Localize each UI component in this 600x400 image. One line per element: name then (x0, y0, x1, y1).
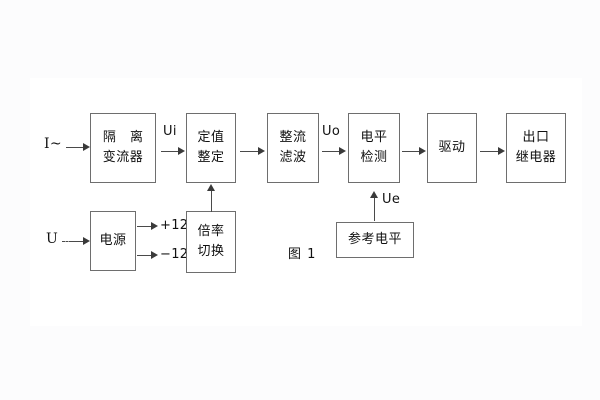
block-power-supply: 电源 (90, 211, 136, 271)
connector-uo (322, 151, 339, 152)
block-reference-level-line-1: 参考电平 (347, 231, 402, 247)
arrowhead-drive-to-relay (498, 147, 505, 155)
connector-ui (161, 151, 178, 152)
connector-voltage-input (72, 241, 83, 242)
arrowhead-setting-to-rectify (258, 147, 265, 155)
block-rectify-filter: 整流 滤波 (267, 113, 319, 183)
label-current-input: I~ (44, 136, 62, 152)
connector-level-to-drive (402, 151, 419, 152)
arrowhead-ui (178, 147, 185, 155)
block-drive: 驱动 (427, 113, 477, 183)
block-multiplier-switch-line-2: 切换 (197, 244, 225, 259)
arrowhead-uo (339, 147, 346, 155)
label-ue: Ue (382, 192, 401, 207)
block-level-detect: 电平 检测 (348, 113, 400, 183)
block-level-detect-line-2: 检测 (360, 150, 388, 165)
block-level-detect-line-1: 电平 (360, 129, 388, 145)
block-isolation-ct-line-1: 隔 离 (102, 129, 149, 145)
connector-multiplier-to-setting (211, 190, 212, 212)
block-rectify-filter-line-2: 滤波 (279, 150, 307, 165)
arrowhead-multiplier-to-setting (207, 184, 215, 191)
block-drive-line-1: 驱动 (438, 139, 466, 155)
connector-drive-to-relay (480, 151, 498, 152)
block-output-relay-line-2: 继电器 (515, 150, 557, 165)
arrowhead-ue (370, 191, 378, 198)
figure-caption: 图 1 (288, 247, 317, 262)
label-voltage-input: U (46, 231, 59, 247)
block-rectify-filter-line-1: 整流 (279, 129, 307, 145)
arrowhead-rail-positive (151, 222, 158, 230)
block-multiplier-switch: 倍率 切换 (186, 211, 236, 273)
block-setting: 定值 整定 (186, 113, 236, 183)
arrowhead-level-to-drive (419, 147, 426, 155)
block-setting-line-1: 定值 (197, 129, 225, 145)
block-output-relay: 出口 继电器 (506, 113, 566, 183)
arrowhead-rail-negative (151, 251, 158, 259)
connector-current-input (66, 147, 83, 148)
arrowhead-current-input (83, 143, 90, 151)
block-reference-level: 参考电平 (336, 222, 414, 258)
connector-voltage-input-dash (62, 241, 72, 242)
connector-setting-to-rectify (240, 151, 258, 152)
block-isolation-ct-line-2: 变流器 (102, 150, 144, 165)
label-uo: Uo (322, 124, 341, 139)
connector-ue (374, 197, 375, 221)
connector-rail-positive (137, 226, 151, 227)
block-isolation-ct: 隔 离 变流器 (90, 113, 156, 183)
block-setting-line-2: 整定 (197, 150, 225, 165)
arrowhead-voltage-input (83, 237, 90, 245)
block-multiplier-switch-line-1: 倍率 (197, 223, 225, 239)
block-power-supply-line-1: 电源 (99, 232, 127, 248)
label-ui: Ui (163, 124, 177, 139)
block-output-relay-line-1: 出口 (522, 129, 550, 145)
connector-rail-negative (137, 255, 151, 256)
